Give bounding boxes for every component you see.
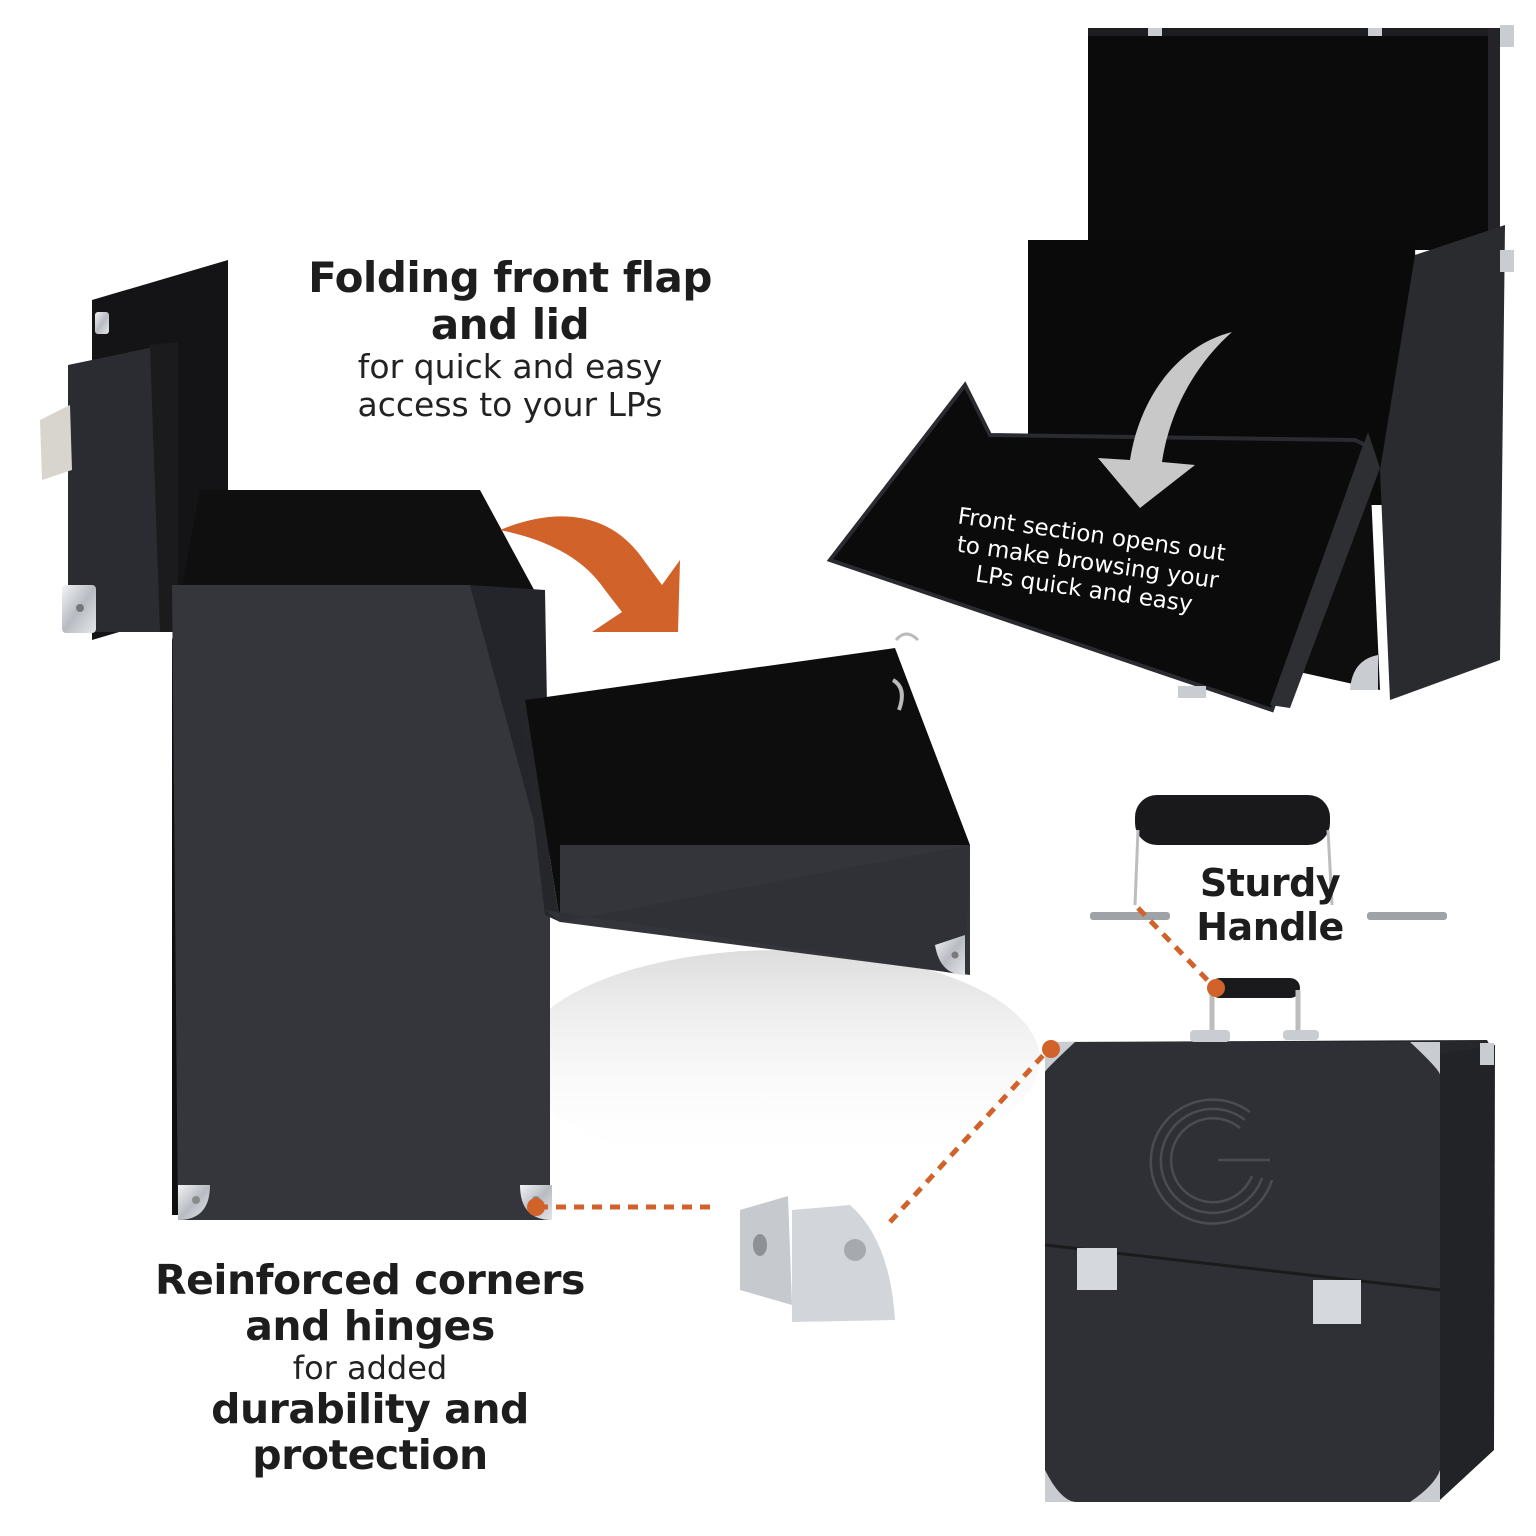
caption-sturdy-handle: Sturdy Handle: [1175, 861, 1365, 949]
caption-title: and hinges: [245, 1301, 495, 1350]
silver-curved-arrow-icon: [1098, 332, 1232, 508]
caption-folding-flap: Folding front flap and lid for quick and…: [270, 254, 750, 424]
caption-title: Handle: [1196, 904, 1344, 949]
caption-subtitle: for added: [292, 1348, 448, 1387]
case-body: [172, 490, 556, 1220]
handle-grip: [1210, 978, 1300, 998]
case-front-flap: [520, 648, 970, 975]
lid-strap: [40, 405, 72, 480]
caption-subtitle: for quick and easy: [357, 347, 663, 387]
connector-handle: [1136, 906, 1217, 990]
callout-dot-icon: [1207, 979, 1225, 997]
caption-emphasis: protection: [252, 1430, 488, 1479]
caption-title: Folding front flap: [308, 253, 712, 302]
callout-dot-icon: [527, 1198, 545, 1216]
caption-reinforced-corners: Reinforced corners and hinges for added …: [110, 1256, 630, 1479]
raised-lid: [1088, 28, 1500, 250]
caption-title: Sturdy: [1199, 861, 1341, 905]
caption-title: and lid: [430, 300, 590, 350]
flap-corner-protector: [935, 935, 965, 975]
handle-closeup: [1135, 795, 1330, 845]
caption-emphasis: durability and: [211, 1384, 529, 1433]
callout-dot-icon: [1042, 1040, 1060, 1058]
latch-right: [1313, 1280, 1361, 1324]
caption-subtitle: access to your LPs: [357, 385, 663, 424]
caption-title: Reinforced corners: [155, 1256, 585, 1304]
latch-left: [1077, 1248, 1117, 1290]
connector-bracket-to-case-corner: [888, 1048, 1050, 1224]
g-logo-embossed-icon: [1149, 1098, 1274, 1225]
orange-curved-arrow-icon: [500, 516, 680, 632]
floor-shadow: [520, 950, 1040, 1170]
